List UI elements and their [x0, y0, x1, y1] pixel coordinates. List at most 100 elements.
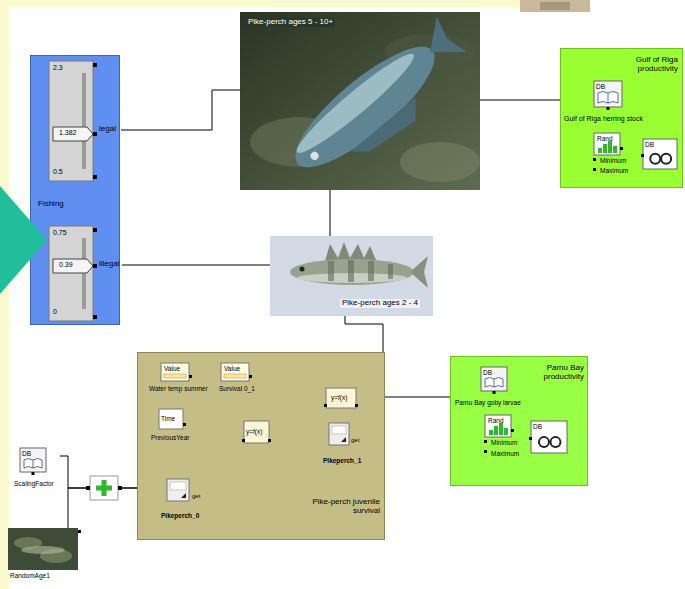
random-block: RandMinimumMaximum — [594, 133, 638, 177]
value-icon — [164, 374, 186, 378]
node-label: y=f(x) — [246, 428, 262, 435]
page-strip — [0, 0, 9, 589]
node-label: 0.5 — [53, 168, 63, 176]
value-icon — [224, 374, 246, 378]
node-label: Maximum — [491, 450, 519, 457]
corner-image — [540, 2, 570, 10]
node-label: illegal — [99, 260, 119, 269]
port — [242, 439, 245, 442]
port — [607, 107, 610, 110]
connector-line — [345, 316, 383, 352]
fish-photo: Pike-perch ages 2 - 4 — [270, 236, 433, 316]
node-graphic — [49, 226, 121, 321]
variable-block: getPikeperch_1 — [323, 423, 369, 469]
function-block: y=f(x) — [244, 421, 269, 443]
port — [324, 404, 327, 407]
node-label: Maximum — [600, 167, 628, 174]
fish-drawing — [280, 14, 479, 197]
photo-block: RandomAge1 — [8, 528, 78, 582]
slider-groove — [82, 73, 86, 169]
port — [93, 228, 97, 232]
node-label: Parnu Bay productivity — [532, 364, 584, 382]
port — [593, 168, 596, 171]
node-label: Minimum — [491, 439, 517, 446]
glasses-icon — [550, 437, 560, 447]
node-label: Survival 0_1 — [219, 385, 255, 392]
node-label: Pike-perch ages 2 - 4 — [340, 299, 420, 308]
port — [355, 404, 358, 407]
histogram-bar — [608, 141, 612, 153]
glasses-icon — [661, 154, 671, 164]
nav-arrow — [0, 186, 47, 294]
port — [118, 486, 122, 490]
plotter-block: DB — [531, 421, 567, 453]
port — [93, 132, 97, 136]
node-label: DB — [596, 83, 605, 90]
histogram-bar — [598, 148, 602, 153]
slider-track — [49, 61, 93, 181]
productivity-panel: Gulf of Riga productivityDB Gulf of Riga … — [560, 48, 683, 188]
glasses-icon — [650, 154, 660, 164]
connector-line — [330, 190, 331, 236]
survival-panel: Pike-perch juvenile survivalValueWater t… — [137, 352, 385, 540]
variable-icon — [332, 426, 346, 434]
function-icon — [244, 421, 269, 443]
port — [93, 175, 97, 179]
plotter-icon — [643, 139, 677, 169]
node-label: DB — [22, 450, 31, 457]
book-icon — [485, 378, 503, 388]
node-label: Value — [224, 365, 240, 372]
variable-icon — [341, 437, 346, 442]
port — [93, 315, 97, 319]
photo-ground — [8, 528, 78, 570]
port — [249, 375, 252, 378]
random-icon — [594, 133, 620, 155]
port — [484, 440, 487, 443]
connector-line — [121, 90, 240, 130]
node-label: Rand — [488, 417, 504, 424]
port — [86, 486, 90, 490]
random-icon — [485, 415, 511, 437]
fishing-panel: Fishing2.31.3820.5legal0.750.390illegal — [30, 55, 120, 325]
slider-thumb — [53, 127, 93, 141]
database-icon — [594, 81, 622, 107]
node-label: Gulf of Riga productivity — [618, 56, 678, 74]
book-icon — [24, 459, 42, 469]
node-label: 0.75 — [53, 229, 67, 237]
node-label: Pike-perch juvenile survival — [300, 498, 380, 516]
port — [493, 391, 496, 394]
glasses-icon — [549, 441, 551, 443]
port — [484, 450, 487, 453]
node-label: RandomAge1 — [10, 572, 50, 579]
random-block: RandMinimumMaximum — [485, 415, 529, 461]
port — [620, 147, 623, 150]
node-label: 1.382 — [59, 129, 77, 137]
slider-control: 0.750.390illegal — [49, 226, 122, 321]
fish-photo: Pike-perch ages 5 - 10+ — [240, 12, 480, 190]
node-label: Pike-perch ages 5 - 10+ — [246, 18, 335, 27]
node-label: Rand — [597, 135, 613, 142]
productivity-panel: Parnu Bay productivityDBParnu Bay goby l… — [450, 356, 588, 486]
node-label: Parnu Bay goby larvae — [455, 399, 521, 406]
histogram-bar — [603, 144, 607, 153]
database-icon — [20, 448, 46, 472]
database-block: DBParnu Bay goby larvae — [453, 367, 533, 411]
port — [78, 530, 81, 533]
sum-block — [90, 476, 118, 500]
slider-control: 2.31.3820.5legal — [49, 61, 121, 181]
histogram-bar — [489, 430, 493, 435]
plus-symbol — [96, 480, 112, 496]
database-icon — [481, 367, 507, 391]
photo-ground — [21, 546, 65, 554]
value-icon — [221, 363, 249, 381]
database-block: DB Gulf of Riga herring stock — [563, 81, 663, 127]
node-label: Gulf of Riga herring stock — [564, 115, 643, 123]
histogram-bar — [613, 146, 617, 153]
node-label: Fishing — [38, 200, 64, 209]
variable-icon — [329, 423, 349, 445]
function-block: y=f(x) — [326, 388, 356, 408]
page-strip — [0, 0, 520, 7]
photo-ground — [270, 236, 433, 316]
plotter-block: DB — [643, 139, 677, 169]
histogram-bar — [504, 428, 508, 435]
